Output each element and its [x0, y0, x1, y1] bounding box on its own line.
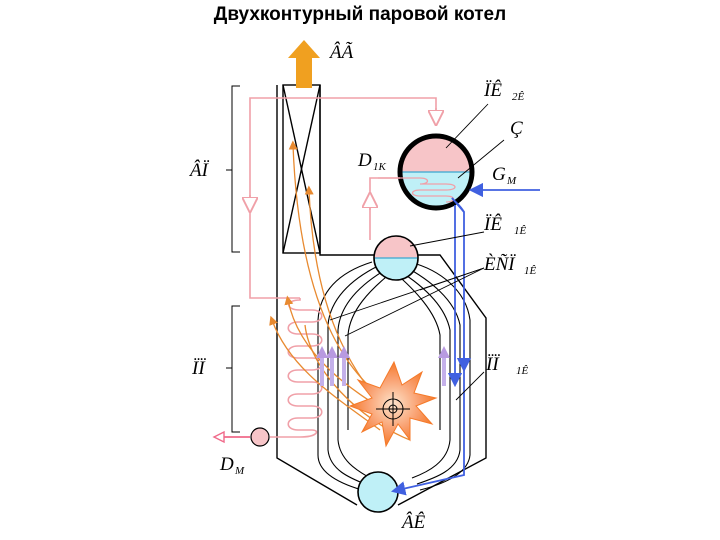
dm-outlet [212, 427, 270, 447]
up-arrow-icon [288, 40, 320, 88]
steam-drum-upper [378, 133, 475, 211]
bottom-drum [357, 471, 399, 513]
label-dm-sub: M [234, 465, 245, 477]
label-superheater-section: ÏÏ [191, 358, 206, 379]
feed-water-line [390, 182, 540, 496]
label-lower-drum: ÏÊ [483, 213, 502, 235]
label-downcomers-sub: 1Ê [524, 265, 537, 277]
brace-conv-section [226, 85, 240, 253]
label-dm: D [219, 454, 234, 475]
label-bottom-drum: ÂÊ [400, 511, 426, 533]
drum-middle [373, 235, 419, 281]
label-steam-drum-sub: 2Ê [512, 91, 525, 103]
label-conv-section: ÂÏ [188, 159, 210, 181]
pink-steam-loop [250, 97, 436, 299]
label-gm: G [492, 164, 506, 185]
crosshair-icon [376, 392, 410, 426]
d1k-line [370, 177, 400, 240]
superheater-coil [270, 298, 323, 438]
label-lower-drum-sub: 1Ê [514, 225, 527, 237]
label-downcomers: ÈÑÏ [483, 253, 516, 275]
brace-superheater-section [226, 305, 240, 433]
diagram-title: Двухконтурный паровой котел [213, 4, 507, 25]
label-screen: ÏÏ [485, 354, 500, 375]
label-d1k: D [357, 150, 372, 171]
label-gm-sub: M [506, 175, 517, 187]
label-heater: Ç [510, 118, 523, 139]
leader-lines [329, 103, 505, 401]
label-screen-sub: 1Ê [516, 365, 529, 377]
label-steam-drum: ÏÊ [483, 79, 502, 101]
circulation-arrows [316, 346, 450, 386]
label-top-gas: ÂÃ [328, 41, 354, 63]
label-d1k-sub: 1K [373, 161, 387, 173]
